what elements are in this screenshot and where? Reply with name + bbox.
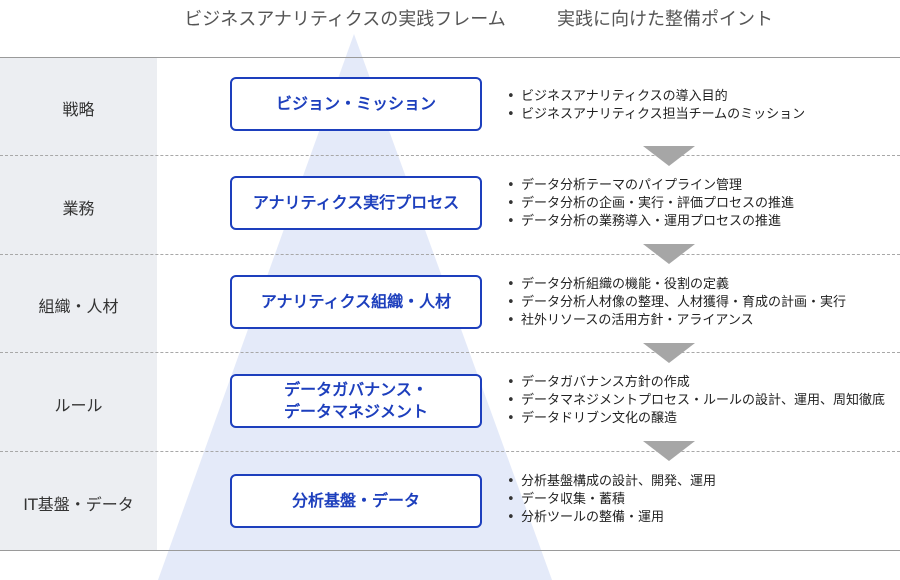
layer-title-line: アナリティクス実行プロセス [252, 193, 460, 212]
layer-title-line: アナリティクス組織・人材 [260, 292, 452, 311]
point-item: 社外リソースの活用方針・アライアンス [504, 312, 900, 330]
point-item: データ分析組織の機能・役割の定義 [504, 276, 900, 294]
point-item: ビジネスアナリティクスの導入目的 [504, 88, 900, 106]
layer-box-data-governance: データガバナンス・ データマネジメント [230, 374, 482, 428]
row-label-strategy: 戦略 [62, 100, 95, 119]
row-label-it-infrastructure: IT基盤・データ [23, 495, 134, 514]
row-divider [0, 451, 900, 452]
point-item: データガバナンス方針の作成 [504, 374, 900, 392]
point-item: データ収集・蓄積 [504, 491, 900, 509]
point-item: データ分析テーマのパイプライン管理 [504, 177, 900, 195]
layer-title: ビジョン・ミッション [276, 93, 436, 115]
points-header: 実践に向けた整備ポイント [557, 9, 773, 30]
layer-title: データガバナンス・ データマネジメント [284, 379, 428, 423]
down-arrow-icon [643, 441, 695, 461]
row-label-rules: ルール [54, 396, 103, 415]
point-item: 分析基盤構成の設計、開発、運用 [504, 473, 900, 491]
point-item: データ分析の企画・実行・評価プロセスの推進 [504, 195, 900, 213]
layer-title-line: データガバナンス・ [284, 380, 428, 399]
point-item: 分析ツールの整備・運用 [504, 509, 900, 527]
point-item: データ分析の業務導入・運用プロセスの推進 [504, 213, 900, 231]
row-label-organization: 組織・人材 [38, 297, 119, 316]
layer-title: 分析基盤・データ [292, 490, 420, 512]
layer-title: アナリティクス組織・人材 [261, 291, 451, 313]
layer-box-organization-talent: アナリティクス組織・人材 [230, 275, 482, 329]
points-list-organization: データ分析組織の機能・役割の定義 データ分析人材像の整理、人材獲得・育成の計画・… [504, 276, 900, 330]
layer-title-line: データマネジメント [283, 402, 428, 421]
layer-box-analytics-platform: 分析基盤・データ [230, 474, 482, 528]
layer-title-line: 分析基盤・データ [291, 491, 420, 510]
top-rule [0, 57, 900, 58]
points-list-operations: データ分析テーマのパイプライン管理 データ分析の企画・実行・評価プロセスの推進 … [504, 177, 900, 231]
point-item: データマネジメントプロセス・ルールの設計、運用、周知徹底 [504, 392, 900, 410]
row-divider [0, 254, 900, 255]
layer-box-analytics-process: アナリティクス実行プロセス [230, 176, 482, 230]
points-list-strategy: ビジネスアナリティクスの導入目的 ビジネスアナリティクス担当チームのミッション [504, 88, 900, 124]
point-item: ビジネスアナリティクス担当チームのミッション [504, 106, 900, 124]
points-list-rules: データガバナンス方針の作成 データマネジメントプロセス・ルールの設計、運用、周知… [504, 374, 900, 428]
layer-box-vision-mission: ビジョン・ミッション [230, 77, 482, 131]
down-arrow-icon [643, 244, 695, 264]
layer-title: アナリティクス実行プロセス [253, 192, 459, 214]
point-item: データドリブン文化の醸造 [504, 410, 900, 428]
row-divider [0, 352, 900, 353]
framework-header: ビジネスアナリティクスの実践フレーム [184, 9, 506, 30]
points-list-it-infrastructure: 分析基盤構成の設計、開発、運用 データ収集・蓄積 分析ツールの整備・運用 [504, 473, 900, 527]
row-label-operations: 業務 [62, 199, 95, 218]
row-label-band [0, 58, 157, 550]
layer-title-line: ビジョン・ミッション [275, 94, 436, 113]
down-arrow-icon [643, 146, 695, 166]
down-arrow-icon [643, 343, 695, 363]
bottom-rule [0, 550, 900, 551]
point-item: データ分析人材像の整理、人材獲得・育成の計画・実行 [504, 294, 900, 312]
row-divider [0, 155, 900, 156]
